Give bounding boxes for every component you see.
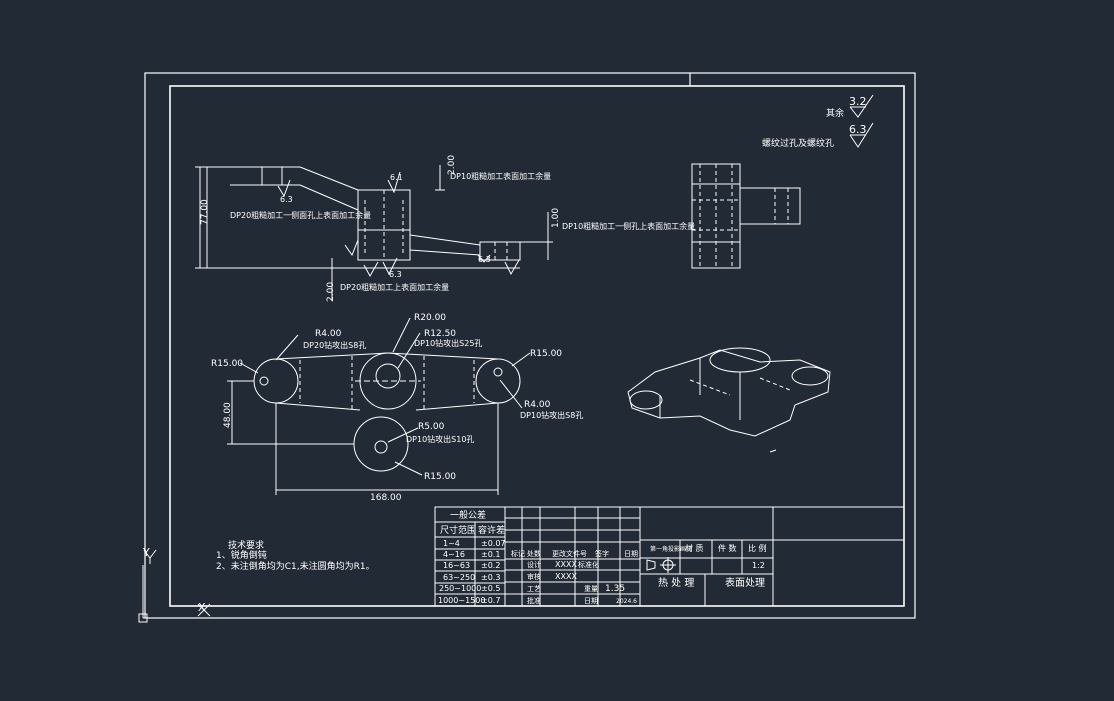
side-view xyxy=(691,163,801,269)
tb-weight-val: 1.35 xyxy=(605,584,625,594)
tb-surface: 表面处理 xyxy=(725,576,765,589)
tb-h-sign: 签字 xyxy=(595,549,609,558)
tb-material: 材 质 xyxy=(685,543,704,553)
rough-63-right: 6.3 xyxy=(478,255,491,264)
roughness-symbols: 其余 3.2 6.3 螺纹过孔及螺纹孔 xyxy=(762,94,874,149)
tb-h-count: 处数 xyxy=(527,549,541,558)
ucs-y-text: Y xyxy=(143,546,150,559)
dim-1: 1.00 xyxy=(551,208,561,228)
note-dp10-top: DP10粗糙加工表面加工余量 xyxy=(450,171,551,181)
tb-h-doc: 更改文件号 xyxy=(552,549,587,558)
note-r4-left: DP20钻攻出S8孔 xyxy=(303,340,366,350)
tb-date-label: 日期 xyxy=(584,597,598,605)
tb-h-mark: 标记 xyxy=(511,549,525,558)
note-dp20-bottom: DP20粗糙加工上表面加工余量 xyxy=(340,282,449,292)
roughness-other-label: 其余 xyxy=(826,107,844,119)
tb-date-val: 2024.6 xyxy=(616,598,637,605)
r125: R12.50 xyxy=(424,329,456,339)
tol-value: ±0.5 xyxy=(481,584,500,593)
tol-value: ±0.3 xyxy=(481,573,500,582)
tb-heat: 热 处 理 xyxy=(658,576,694,589)
r4-right: R4.00 xyxy=(524,400,551,410)
dim-48: 48.00 xyxy=(223,402,233,428)
dim-168: 168.00 xyxy=(370,493,402,503)
isometric-view xyxy=(627,347,831,453)
tb-approve: 批准 xyxy=(527,596,541,605)
tb-designer-name: XXXX xyxy=(555,560,577,569)
r4-left: R4.00 xyxy=(315,329,342,339)
rough-63-bottom: 6.3 xyxy=(389,270,402,279)
tb-scale: 比 例 xyxy=(748,543,767,553)
tb-projection: 第一角投影画法 xyxy=(650,545,692,553)
dim-77: 77.00 xyxy=(200,199,210,225)
note-r125: DP10钻攻出S25孔 xyxy=(414,338,482,348)
dim-2-top: 2.00 xyxy=(447,155,457,175)
tech-title: 技术要求 xyxy=(228,539,264,551)
tol-value: ±0.1 xyxy=(481,550,500,559)
tb-weight: 重量 xyxy=(584,585,598,593)
tech-line1: 1、锐角倒钝 xyxy=(216,549,267,561)
tol-range: 4~16 xyxy=(443,550,465,559)
note-r4-right: DP10钻攻出S8孔 xyxy=(520,410,583,420)
tech-line2: 2、未注倒角均为C1,未注圆角均为R1。 xyxy=(216,560,375,572)
tol-range: 1~4 xyxy=(443,539,460,548)
tb-checker: 审核 xyxy=(527,572,541,581)
tb-std: 标准化 xyxy=(578,560,599,569)
tol-range: 16~63 xyxy=(443,561,470,570)
tb-craft: 工艺 xyxy=(527,585,541,593)
rough-63-left: 6.3 xyxy=(280,195,293,204)
tol-value: ±0.07 xyxy=(481,539,506,548)
front-view xyxy=(195,165,553,300)
tol-col2: 容许差 xyxy=(478,524,505,536)
note-dp10-right: DP10粗糙加工一侧孔上表面加工余量 xyxy=(562,221,695,231)
tol-range: 250~1000 xyxy=(439,584,481,593)
ucs-icon xyxy=(138,549,211,623)
r15-right: R15.00 xyxy=(530,349,562,359)
tol-col1: 尺寸范围 xyxy=(440,524,476,536)
tol-value: ±0.7 xyxy=(481,596,500,605)
tol-rows: 1~4 ±0.07 4~16 ±0.1 16~63 ±0.2 63~250 ±0… xyxy=(438,539,506,605)
r15-left: R15.00 xyxy=(211,359,243,369)
title-block xyxy=(504,506,905,607)
tol-value: ±0.2 xyxy=(481,561,500,570)
note-dp20-left: DP20粗糙加工一侧面孔上表面加工余量 xyxy=(230,210,371,220)
roughness-value-a: 3.2 xyxy=(849,95,867,108)
roughness-value-b: 6.3 xyxy=(849,123,867,136)
r15-bottom: R15.00 xyxy=(424,472,456,482)
r5: R5.00 xyxy=(418,422,445,432)
note-r5: DP10钻攻出S10孔 xyxy=(406,434,474,444)
thread-note: 螺纹过孔及螺纹孔 xyxy=(762,137,834,149)
tb-pieces: 件 数 xyxy=(718,543,737,553)
rough-61: 6.1 xyxy=(390,173,403,182)
tb-checker-name: XXXX xyxy=(555,572,577,581)
dim-2-bottom: 2.00 xyxy=(326,282,336,302)
top-view xyxy=(227,317,531,495)
tb-scale-val: 1:2 xyxy=(752,561,765,570)
tol-range: 1000~1500 xyxy=(438,596,485,605)
r20: R20.00 xyxy=(414,313,446,323)
outer-border xyxy=(144,72,916,619)
tol-title: 一般公差 xyxy=(450,509,486,521)
tb-h-date: 日期 xyxy=(624,550,638,558)
ucs-x-text: X xyxy=(198,601,206,614)
tol-range: 63~250 xyxy=(443,573,475,582)
tb-designer: 设计 xyxy=(527,560,541,569)
